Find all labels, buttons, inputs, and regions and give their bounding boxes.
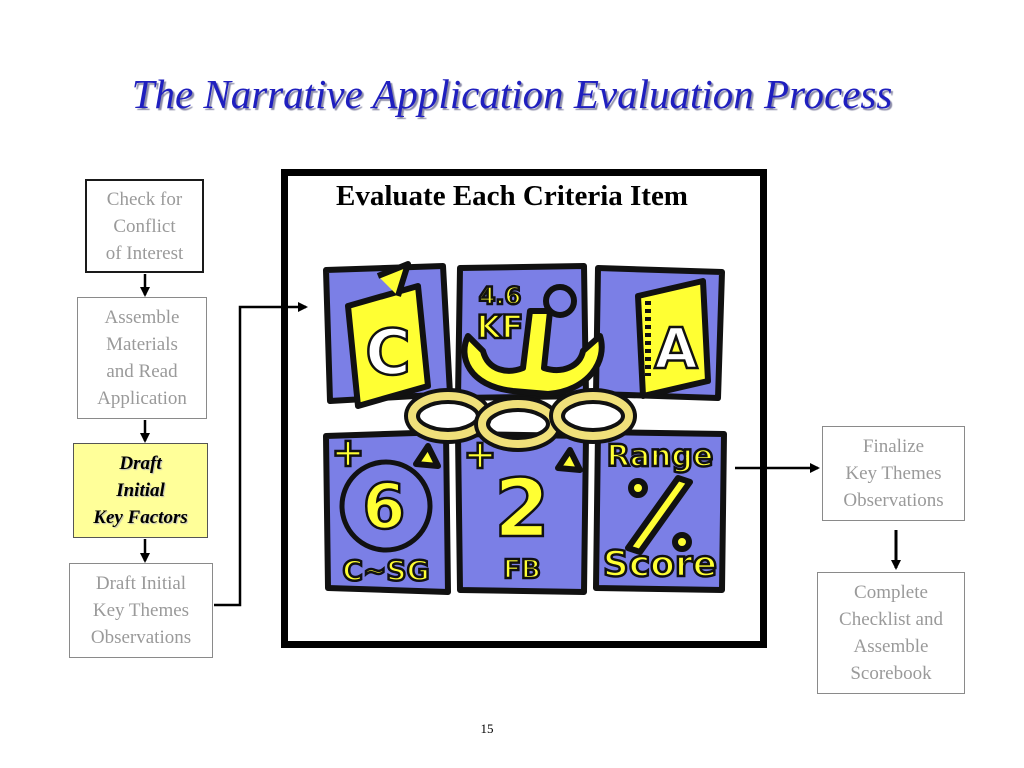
circle-six <box>339 459 433 553</box>
tile-kf-label: KF <box>477 308 524 346</box>
tile-range-label: Range <box>607 439 714 474</box>
slide-title: The Narrative Application Evaluation Pro… <box>131 71 893 117</box>
step-finalize-themes: Finalize Key Themes Observations <box>822 426 965 521</box>
tile-fb-label: FB <box>503 555 541 585</box>
percent-slash <box>625 475 693 555</box>
plus-icon: + <box>463 432 497 478</box>
tile-csg-label: C~SG <box>342 554 429 587</box>
tile-c-label: C <box>365 316 411 389</box>
step-assemble-materials: Assemble Materials and Read Application <box>77 297 207 419</box>
evaluate-heading: Evaluate Each Criteria Item <box>336 180 688 212</box>
triangle-up-icon <box>413 443 441 469</box>
step-check-conflict: Check for Conflict of Interest <box>85 179 204 273</box>
tile-two-label: 2 <box>494 462 550 555</box>
step-draft-key-themes: Draft Initial Key Themes Observations <box>69 563 213 658</box>
page-number: 15 <box>480 721 494 736</box>
triangle-up-icon <box>555 447 583 473</box>
book-c-shape <box>345 283 431 409</box>
criteria-illustration: C 4.6 KF A + 6 C~SG + 2 FB Range Score <box>318 256 734 598</box>
anchor-shape <box>461 308 605 397</box>
tile-a-label: A <box>654 317 698 382</box>
tile-kf-top-label: 4.6 <box>479 282 522 310</box>
book-a-shape <box>635 278 711 399</box>
step-draft-key-factors: Draft Initial Key Factors <box>73 443 208 538</box>
step-complete-scorebook: Complete Checklist and Assemble Scoreboo… <box>817 572 965 694</box>
tile-six-label: 6 <box>362 470 405 543</box>
plus-icon: + <box>331 430 365 476</box>
tile-score-label: Score <box>603 544 717 585</box>
